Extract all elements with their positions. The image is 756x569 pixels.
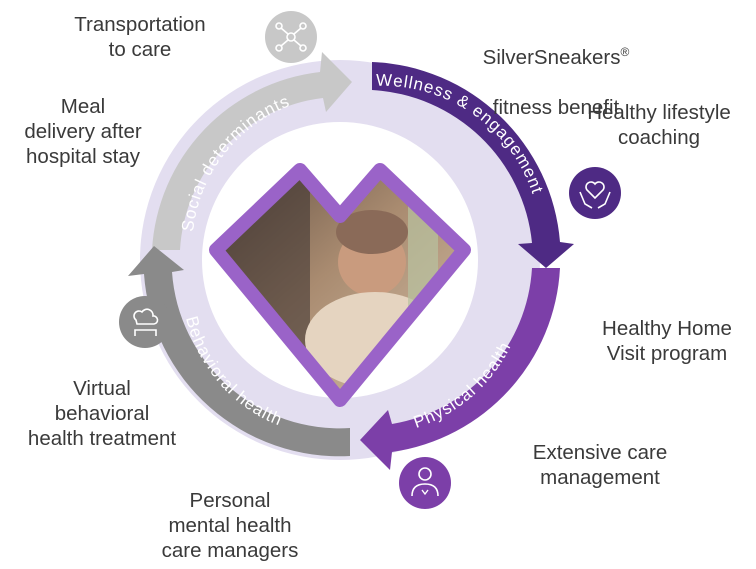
doctor-icon (399, 457, 451, 509)
label-care-management: Extensive care management (532, 441, 668, 489)
silversneakers-name: SilverSneakers (482, 46, 621, 69)
label-mental-health: Personal mental health care managers (161, 489, 299, 562)
wellness-band (372, 62, 574, 268)
label-transportation: Transportation to care (74, 13, 206, 61)
physical-health-band (360, 268, 560, 470)
label-meal-delivery: Meal delivery after hospital stay (24, 95, 142, 168)
registered-mark: ® (620, 45, 630, 60)
label-lifestyle-coaching: Healthy lifestyle coaching (587, 101, 731, 149)
silversneakers-benefit: fitness benefit (492, 96, 620, 119)
heart-hands-icon (569, 167, 621, 219)
label-virtual-behavioral: Virtual behavioral health treatment (27, 377, 177, 450)
label-home-visit: Healthy Home Visit program (602, 317, 732, 365)
head-cloud-icon (119, 296, 171, 348)
label-silversneakers: SilverSneakers® fitness benefit (436, 20, 676, 120)
social-determinants-band (152, 52, 352, 250)
heart-outline (209, 163, 471, 407)
network-icon (265, 11, 317, 63)
behavioral-health-band (128, 246, 350, 457)
